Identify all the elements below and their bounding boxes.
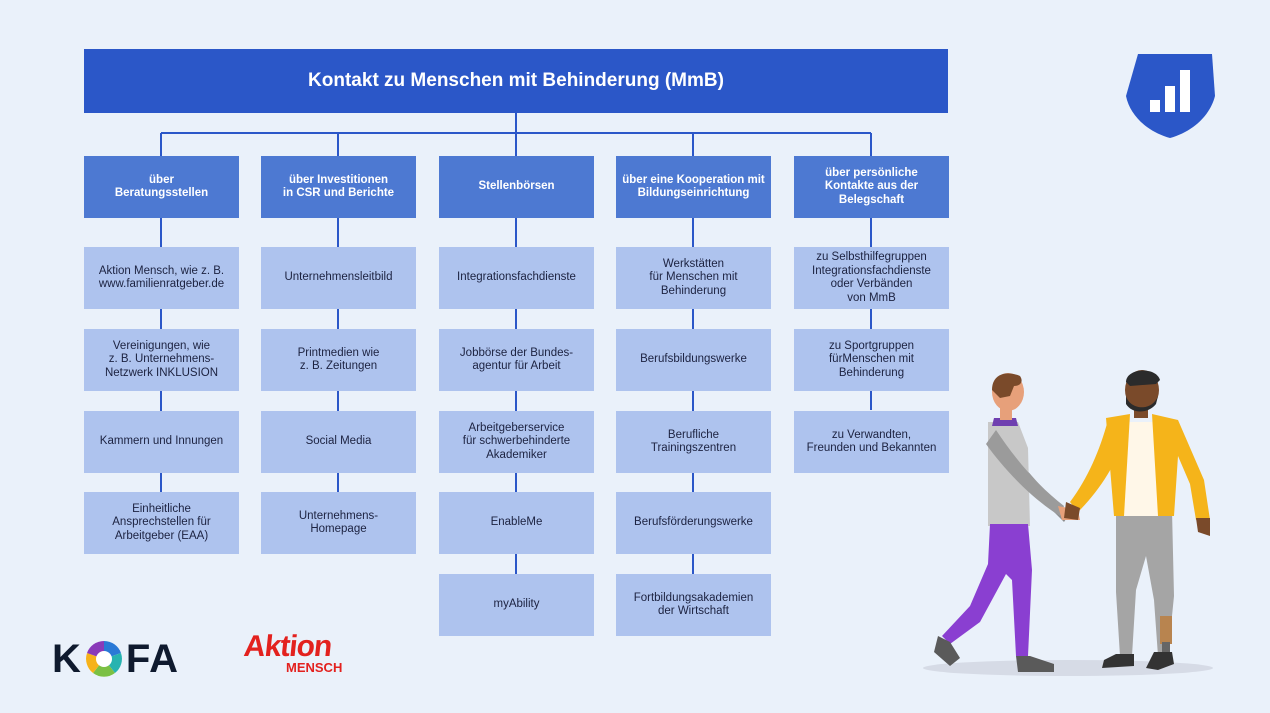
kofa-logo-letter-k: K [52,636,82,681]
box-item: Werkstätten für Menschen mit Behinderung [616,247,771,309]
box-item: Arbeitgeberservice für schwerbehinderte … [439,411,594,473]
box-item: EnableMe [439,492,594,554]
box-item: Berufsförderungswerke [616,492,771,554]
box-item: Berufsbildungswerke [616,329,771,391]
box-item: Printmedien wie z. B. Zeitungen [261,329,416,391]
box-item: zu Verwandten, Freunden und Bekannten [794,411,949,473]
box-item: Berufliche Trainingszentren [616,411,771,473]
box-item: Fortbildungsakademien der Wirtschaft [616,574,771,636]
column-header-bildungseinrichtung: über eine Kooperation mit Bildungseinric… [616,156,771,218]
handshake-illustration [923,370,1213,676]
column-header-belegschaft: über persönliche Kontakte aus der Belegs… [794,156,949,218]
box-item: Jobbörse der Bundes- agentur für Arbeit [439,329,594,391]
box-item: Kammern und Innungen [84,411,239,473]
column-header-stellenboersen: Stellenbörsen [439,156,594,218]
bar-chart-shield-icon [1126,54,1215,138]
box-item: Unternehmensleitbild [261,247,416,309]
diagram-title: Kontakt zu Menschen mit Behinderung (MmB… [84,49,948,113]
box-item: Einheitliche Ansprechstellen für Arbeitg… [84,492,239,554]
box-item: Integrationsfachdienste [439,247,594,309]
aktion-mensch-logo-subtitle: MENSCH [286,660,343,675]
box-item: zu Sportgruppen fürMenschen mit Behinder… [794,329,949,391]
box-item: Unternehmens- Homepage [261,492,416,554]
kofa-logo: K FA [52,636,180,681]
column-header-beratungsstellen: über Beratungsstellen [84,156,239,218]
box-item: Vereinigungen, wie z. B. Unternehmens- N… [84,329,239,391]
kofa-logo-letters-fa: FA [125,636,180,681]
box-item: myAbility [439,574,594,636]
box-item: Aktion Mensch, wie z. B. www.familienrat… [84,247,239,309]
box-item: zu Selbsthilfegruppen Integrationsfachdi… [794,247,949,309]
column-header-csr: über Investitionen in CSR und Berichte [261,156,416,218]
box-item: Social Media [261,411,416,473]
kofa-aperture-icon [85,641,122,677]
aktion-mensch-logo: Aktion [242,630,334,663]
